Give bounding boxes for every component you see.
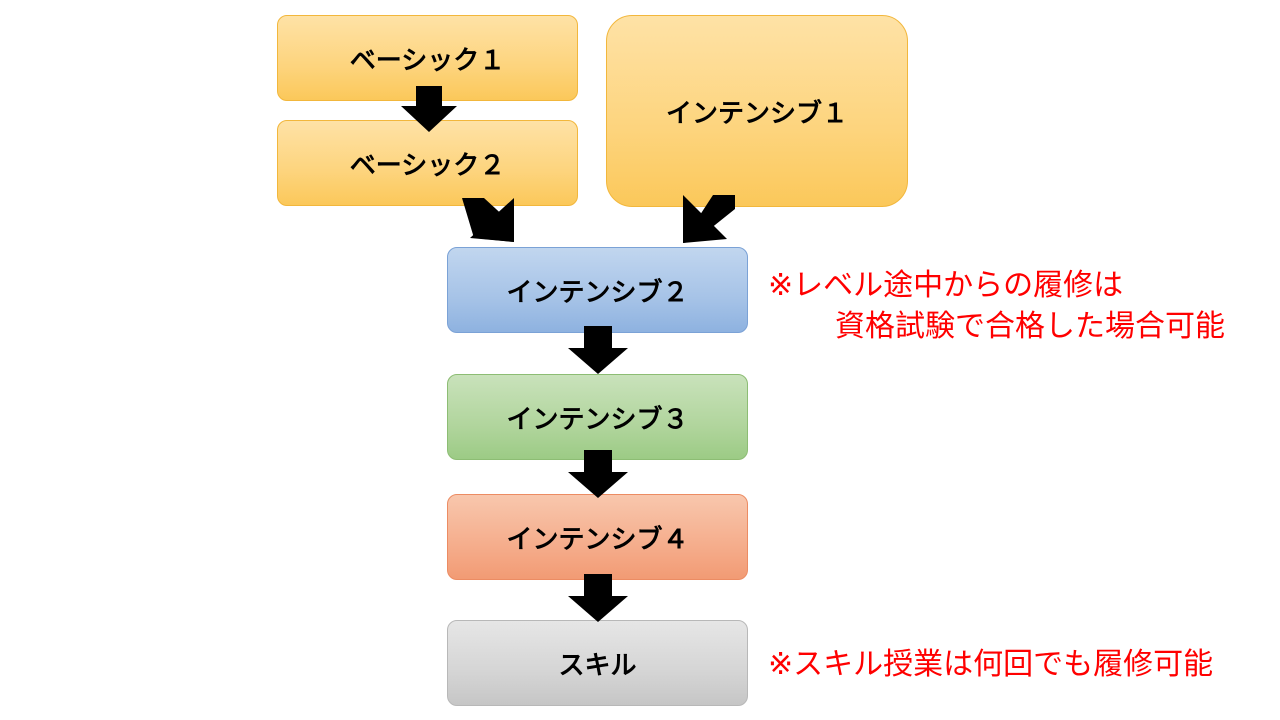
box-intensive-2: インテンシブ２ (447, 247, 748, 333)
box-intensive-1: インテンシブ１ (606, 15, 908, 207)
arrow-intensive2-to-intensive3-icon (568, 326, 628, 374)
box-basic-2: ベーシック２ (277, 120, 578, 206)
box-intensive-4-label: インテンシブ４ (506, 524, 689, 555)
box-basic-1-label: ベーシック１ (349, 45, 506, 76)
box-intensive-1-label: インテンシブ１ (665, 98, 848, 129)
arrow-intensive4-to-skill-icon (568, 574, 628, 622)
box-intensive-4: インテンシブ４ (447, 494, 748, 580)
box-intensive-3-label: インテンシブ３ (506, 404, 689, 435)
arrow-intensive3-to-intensive4-icon (568, 450, 628, 498)
arrow-basic1-to-basic2-icon (401, 86, 457, 132)
arrow-intensive1-to-intensive2-icon (683, 195, 735, 243)
box-intensive-3: インテンシブ３ (447, 374, 748, 460)
note-skill: ※スキル授業は何回でも履修可能 (768, 647, 1214, 682)
box-intensive-2-label: インテンシブ２ (506, 277, 689, 308)
box-skill-label: スキル (558, 650, 637, 681)
arrow-basic2-to-intensive2-icon (462, 198, 514, 242)
note-midlevel-line1: ※レベル途中からの履修は (768, 268, 1124, 303)
box-basic-2-label: ベーシック２ (349, 150, 506, 181)
box-skill: スキル (447, 620, 748, 706)
note-midlevel-line2: 資格試験で合格した場合可能 (835, 309, 1225, 344)
